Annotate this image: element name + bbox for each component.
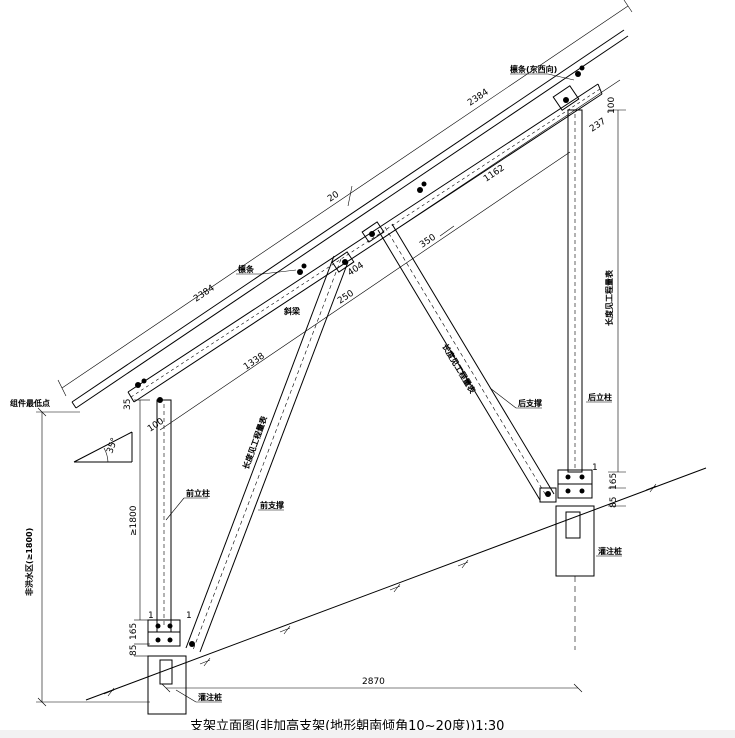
angle-label: 35°: [105, 437, 120, 455]
member-note-front-brace: 长度见工程量表: [240, 414, 269, 471]
member-labels: 檩条(东西向) 檩条 斜梁 前立柱 前支撑 后支撑 后立柱 灌注桩 灌注桩 长度…: [148, 64, 622, 703]
pile-right: [555, 505, 595, 650]
front-brace: [185, 255, 349, 653]
bottom-bar: [0, 730, 735, 738]
number-1c: 1: [592, 463, 598, 473]
dim-350: 350: [418, 232, 438, 250]
label-beam: 斜梁: [283, 306, 301, 316]
dim-upper-2384: 2384: [466, 87, 491, 108]
label-pile-left: 灌注桩: [198, 692, 222, 702]
dim-100-left: 100: [146, 416, 166, 434]
top-dimension: 2384 2384 20: [57, 0, 633, 397]
dim-2870: 2870: [362, 677, 385, 687]
label-pile-right: 灌注桩: [598, 546, 622, 556]
front-column: [147, 399, 181, 647]
label-rear-brace: 后支撑: [518, 398, 542, 408]
dim-1800: ≥1800: [129, 505, 139, 536]
number-1b: 1: [186, 611, 192, 621]
tilt-angle: 35°: [73, 431, 133, 463]
beam-dimensions: 1162 350 404 250 1338: [159, 79, 621, 431]
dim-237: 237: [588, 117, 608, 135]
dim-1338: 1338: [242, 351, 267, 372]
ground-line: [85, 467, 707, 701]
dim-top-2384: 2384: [192, 283, 217, 304]
dim-100-top: 100: [607, 97, 617, 114]
member-note-rear-brace: 长度见工程量表: [440, 342, 478, 396]
dim-165-right: 165: [609, 473, 619, 490]
label-front-column: 前立柱: [186, 488, 210, 498]
dim-35: 35: [123, 399, 133, 410]
inclined-beam: [127, 83, 603, 403]
dim-165-left: 165: [129, 623, 139, 640]
solar-module: [71, 29, 629, 409]
member-note-rear-column: 长度见工程量表: [604, 269, 614, 326]
label-purlin: 檩条: [238, 264, 255, 274]
bottom-dimension: 2870: [161, 677, 583, 693]
label-purlin-top: 檩条(东西向): [510, 64, 557, 74]
purlin-clamps: [135, 65, 585, 403]
dim-20: 20: [326, 190, 341, 205]
number-1a: 1: [148, 611, 154, 621]
label-rear-column: 后立柱: [588, 392, 612, 402]
front-column-dimensions: ≥1800 165 85 35 100: [123, 399, 166, 657]
dim-1162: 1162: [482, 163, 507, 184]
rear-column: [557, 109, 593, 499]
label-module-lowest: 组件最低点: [10, 398, 50, 408]
rear-brace: [377, 223, 557, 503]
dim-85-right: 85: [609, 497, 619, 508]
dim-404: 404: [346, 260, 366, 278]
label-flood-zone: 非洪水区(≥1800): [24, 528, 34, 596]
flood-zone-dimension: 组件最低点 非洪水区(≥1800): [10, 398, 150, 707]
dim-85-left: 85: [129, 645, 139, 656]
label-front-brace: 前支撑: [260, 500, 284, 510]
